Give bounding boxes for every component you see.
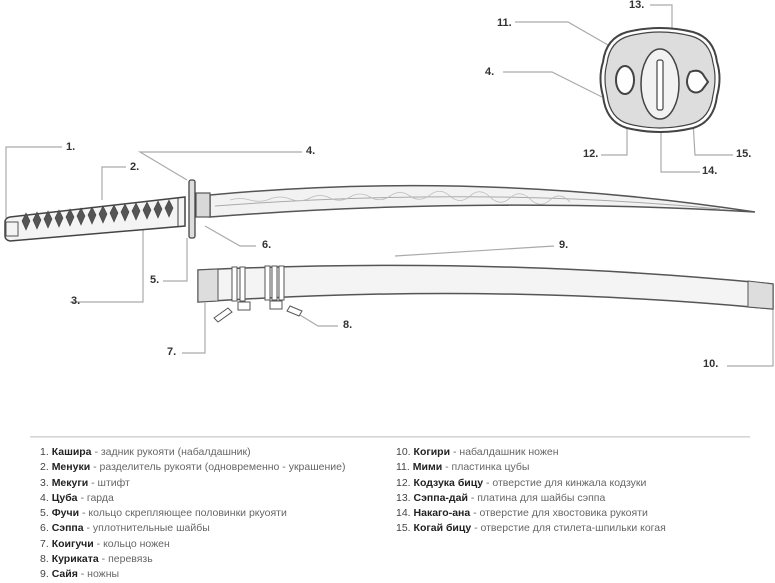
callout-6: 6. [262,239,272,251]
callout-4: 4. [306,145,316,157]
callout-11: 11. [497,17,512,29]
callout-4-tsuba: 4. [485,66,495,78]
legend-item: 3. Мекуги - штифт [40,476,130,489]
handle [4,196,186,242]
legend-item: 9. Сайя - ножны [40,568,120,581]
callout-13: 13. [629,0,645,11]
tsuba-side [188,179,196,239]
legend-item: 4. Цуба - гарда [40,491,114,504]
legend-item: 2. Менуки - разделитель рукояти (одновре… [40,461,346,474]
callout-3: 3. [71,295,81,307]
kozuka-hitsu [615,65,635,95]
legend-divider [30,436,750,438]
callout-2: 2. [130,161,140,173]
callout-14: 14. [702,165,718,177]
scabbard [197,264,774,323]
legend-item: 1. Кашира - задник рукояти (набалдашник) [40,446,251,458]
legend-item: 5. Фучи - кольцо скрепляющее половинки р… [40,507,287,520]
callout-10: 10. [703,358,719,370]
blade [209,184,756,218]
legend-item: 14. Накаго-ана - отверстие для хвостовик… [396,507,648,520]
callout-9: 9. [559,239,569,251]
callout-1: 1. [66,141,76,153]
legend-item: 8. Куриката - перевязь [40,553,153,566]
habaki [195,192,211,218]
callout-7: 7. [167,346,177,358]
legend-item: 12. Кодзука бицу - отверстие для кинжала… [396,476,647,489]
legend-item: 15. Когай бицу - отверстие для стилета-ш… [396,522,666,535]
legend-item: 10. Когири - набалдашник ножен [396,446,559,458]
legend-item: 6. Сэппа - уплотнительные шайбы [40,522,210,535]
katana-diagram [4,4,774,367]
tsuba-front [599,27,721,133]
nakago-ana [656,59,664,111]
callout-15: 15. [736,148,752,160]
legend-item: 11. Мими - пластинка цубы [396,461,530,474]
kogai-hitsu [686,69,710,94]
callout-12: 12. [583,148,599,160]
callout-8: 8. [343,319,353,331]
callout-5: 5. [150,274,160,286]
legend-item: 13. Сэппа-дай - платина для шайбы сэппа [396,491,606,504]
legend-left: 1. Кашира - задник рукояти (набалдашник)… [40,445,346,583]
legend-item: 7. Коигучи - кольцо ножен [40,537,170,550]
legend-right: 10. Когири - набалдашник ножен 11. Мими … [396,445,666,537]
